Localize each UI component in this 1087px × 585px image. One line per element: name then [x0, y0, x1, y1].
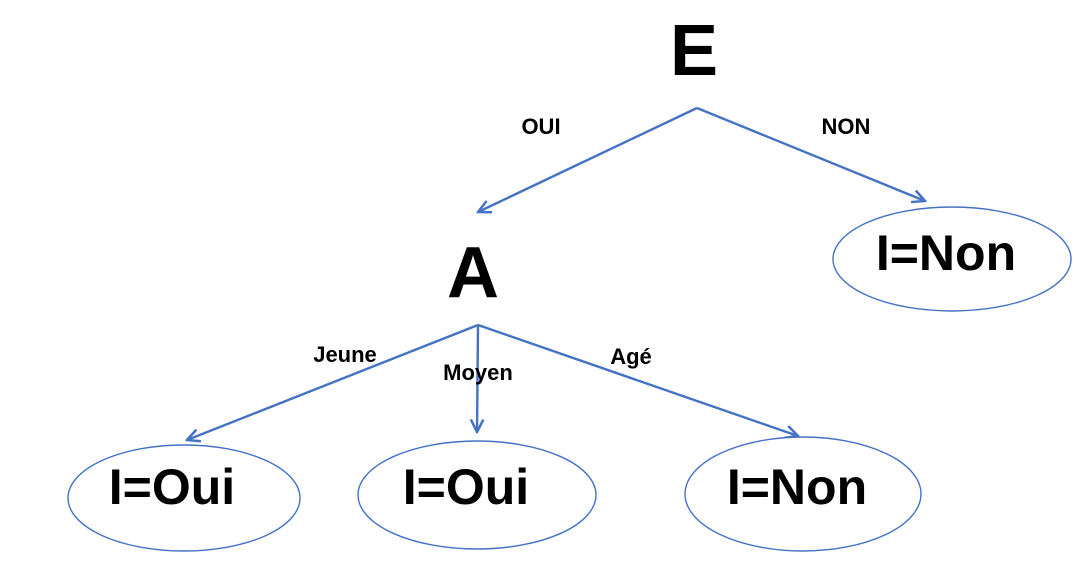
edge-label-oui: OUI — [521, 114, 560, 139]
leaf-ellipse-bottom-right — [684, 436, 922, 552]
root-node-label: E — [670, 11, 718, 91]
edge-label-jeune: Jeune — [313, 342, 377, 367]
leaf-ellipse-top-right — [832, 206, 1072, 312]
internal-node-label: A — [447, 233, 499, 313]
leaf-ellipse-bottom-middle — [357, 440, 597, 550]
leaf-ellipse-bottom-left — [67, 444, 301, 552]
edge-e-to-a — [478, 106, 698, 212]
leaf-label-bottom-right: I=Non — [727, 459, 867, 515]
edge-a-to-ioui-middle — [477, 324, 478, 432]
edge-label-moyen: Moyen — [443, 360, 513, 385]
edge-a-to-ioui-left — [187, 323, 479, 440]
leaf-label-bottom-left: I=Oui — [109, 459, 235, 515]
edge-label-non: NON — [822, 114, 871, 139]
edge-a-to-inon-right — [477, 323, 798, 436]
leaf-label-bottom-middle: I=Oui — [403, 459, 529, 515]
edge-e-to-inon — [696, 106, 925, 201]
leaf-label-top-right: I=Non — [876, 225, 1016, 281]
edge-label-age: Agé — [610, 344, 652, 369]
